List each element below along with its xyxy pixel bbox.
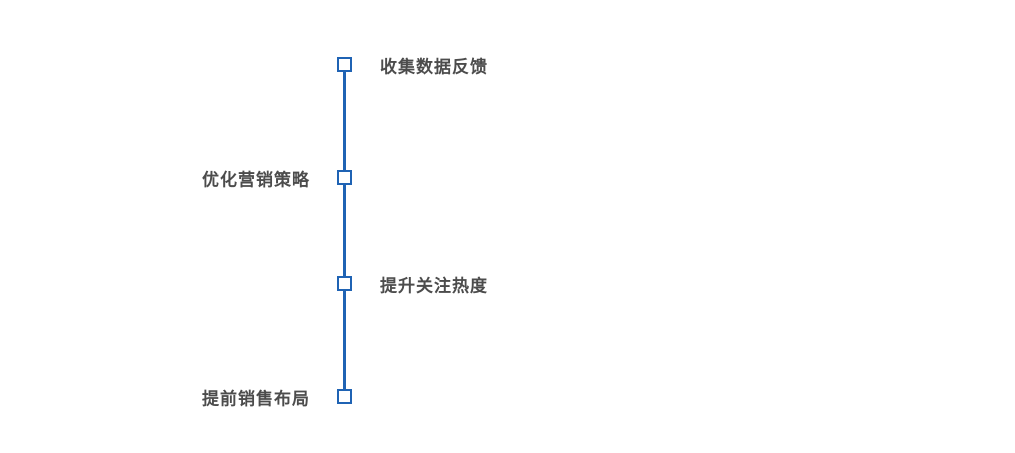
timeline-item-label-2: 优化营销策略 — [202, 170, 310, 190]
timeline-item-label-4: 提前销售布局 — [202, 389, 310, 409]
timeline-line — [343, 64, 346, 396]
timeline-node-marker-2 — [337, 170, 352, 185]
timeline-node-marker-1 — [337, 57, 352, 72]
timeline-item-label-1: 收集数据反馈 — [380, 57, 488, 77]
timeline-node-marker-3 — [337, 276, 352, 291]
timeline-node-marker-4 — [337, 389, 352, 404]
timeline-item-label-3: 提升关注热度 — [380, 276, 488, 296]
